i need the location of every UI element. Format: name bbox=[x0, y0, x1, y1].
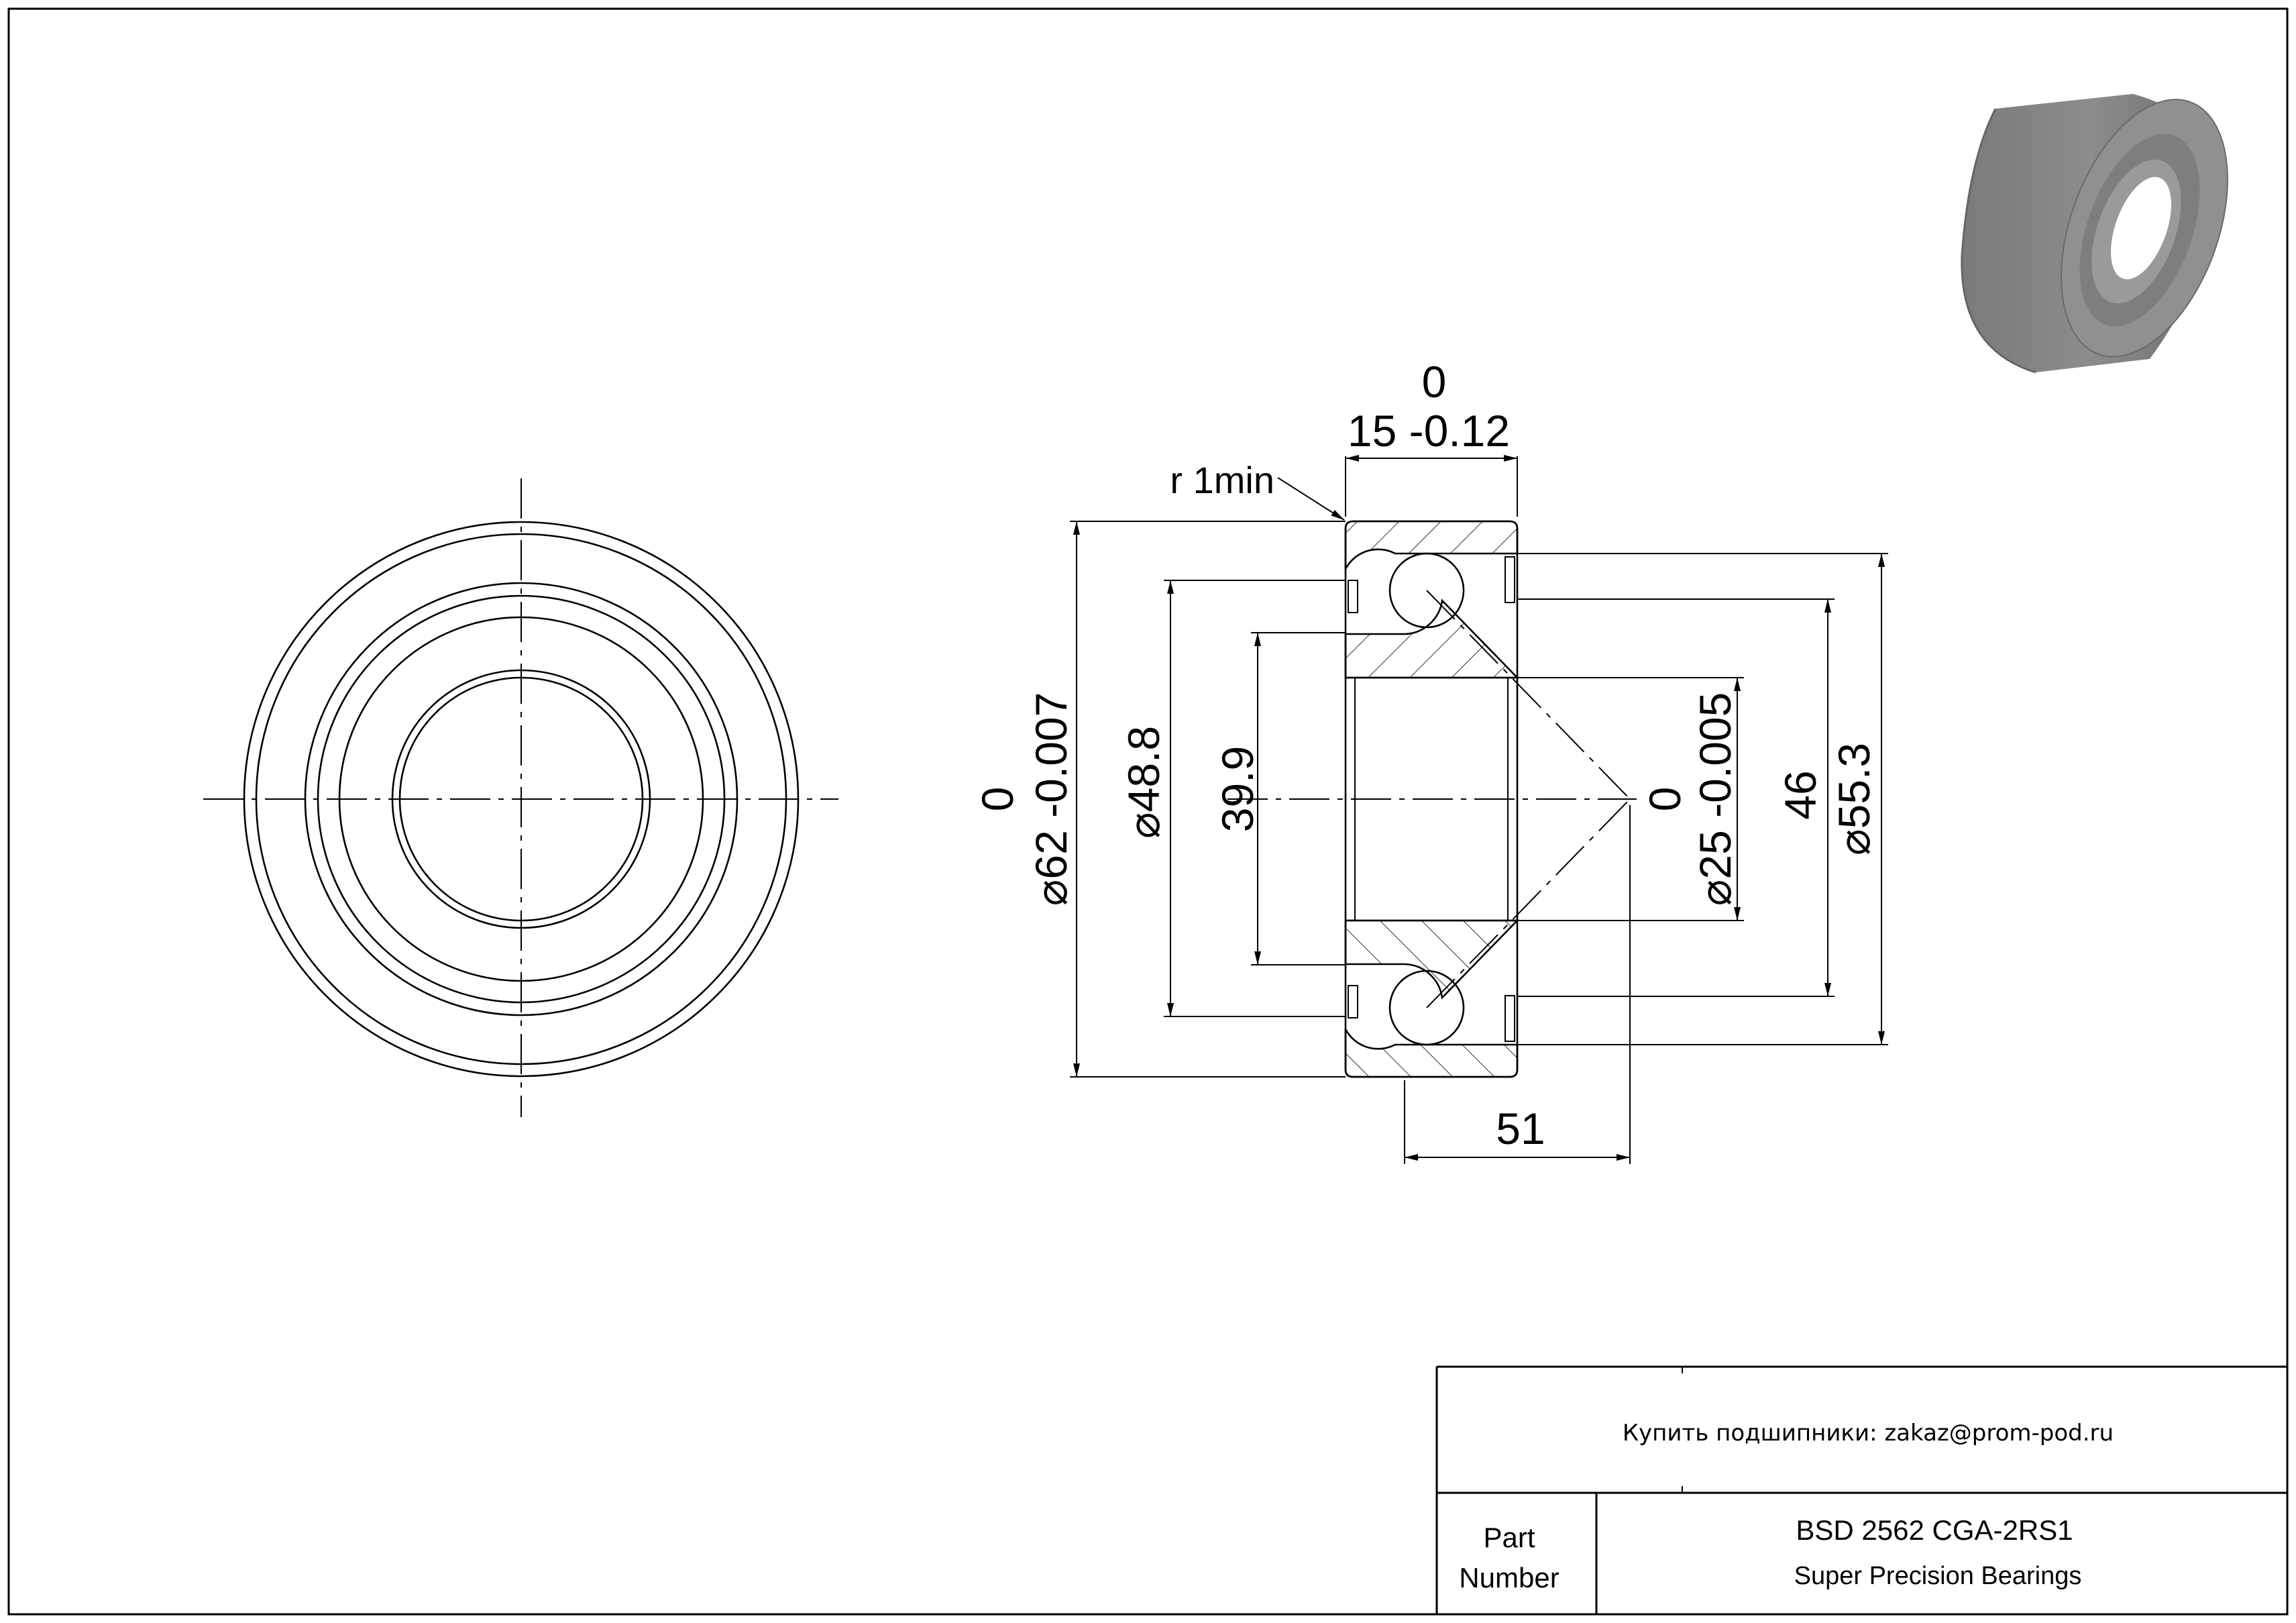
dimension-outer-diameter: 0 ⌀62 -0.007 bbox=[973, 521, 1346, 1078]
diameter-symbol: ⌀ bbox=[1829, 829, 1879, 855]
bore-diameter-label: 25 -0.005 bbox=[1690, 692, 1740, 880]
dimension-d48: ⌀48.8 bbox=[1119, 580, 1346, 1017]
dimension-d46: 46 bbox=[1517, 598, 1835, 997]
dimension-bore-diameter: 0 ⌀25 -0.005 bbox=[1517, 677, 1744, 921]
contact-line-bottom bbox=[1426, 798, 1631, 1008]
section-view bbox=[1227, 520, 1637, 1078]
fillet-label: r 1min bbox=[1170, 459, 1274, 501]
svg-text:⌀62 -0.007: ⌀62 -0.007 bbox=[1026, 692, 1076, 906]
diameter-symbol: ⌀ bbox=[1690, 880, 1740, 906]
top-left-seal bbox=[1348, 580, 1358, 613]
diameter-symbol: ⌀ bbox=[1026, 880, 1076, 906]
dimension-d39: 39.9 bbox=[1213, 632, 1346, 965]
dimension-pressure-point: 51 bbox=[1404, 805, 1631, 1164]
d48-label: 48.8 bbox=[1119, 726, 1168, 812]
dimension-fillet: r 1min bbox=[1170, 459, 1345, 521]
front-view bbox=[203, 478, 838, 1117]
bore-upper-tolerance: 0 bbox=[1640, 787, 1690, 812]
diameter-symbol: ⌀ bbox=[1119, 812, 1168, 839]
contact-line-top bbox=[1426, 590, 1631, 800]
part-description: Super Precision Bearings bbox=[1794, 1562, 2082, 1590]
width-dimension-label: 15 -0.12 bbox=[1348, 406, 1510, 456]
title-block: Купить подшипники: zakaz@prom-pod.ru Par… bbox=[1435, 1365, 2287, 1614]
d55-label: 55.3 bbox=[1829, 743, 1879, 829]
top-right-seal bbox=[1505, 556, 1515, 603]
bottom-inner-ring-section bbox=[1344, 919, 1520, 1000]
top-inner-ring-section bbox=[1344, 598, 1520, 679]
svg-text:⌀25 -0.005: ⌀25 -0.005 bbox=[1690, 692, 1740, 906]
bottom-outer-ring-section bbox=[1344, 1029, 1519, 1078]
top-outer-ring-section bbox=[1344, 520, 1519, 570]
svg-text:⌀48.8: ⌀48.8 bbox=[1119, 726, 1168, 839]
pressure-point-label: 51 bbox=[1496, 1104, 1545, 1153]
contact-text: Купить подшипники: zakaz@prom-pod.ru bbox=[1623, 1420, 2114, 1447]
bearing-3d-render-icon bbox=[1961, 94, 2228, 374]
top-ball bbox=[1388, 552, 1465, 629]
d39-label: 39.9 bbox=[1213, 746, 1262, 832]
svg-text:⌀55.3: ⌀55.3 bbox=[1829, 743, 1879, 855]
part-number-label-line2: Number bbox=[1459, 1562, 1559, 1593]
outer-diameter-upper-tolerance: 0 bbox=[973, 787, 1022, 812]
part-number-value: BSD 2562 CGA-2RS1 bbox=[1796, 1514, 2073, 1546]
width-upper-tolerance: 0 bbox=[1422, 357, 1447, 407]
dimension-width: 0 15 -0.12 bbox=[1345, 357, 1518, 517]
d46-label: 46 bbox=[1775, 770, 1825, 819]
dimension-d55: ⌀55.3 bbox=[1517, 553, 1888, 1045]
part-number-label-line1: Part bbox=[1483, 1522, 1535, 1553]
bottom-right-seal bbox=[1505, 995, 1515, 1042]
sheet-border bbox=[7, 7, 2289, 1616]
bottom-ball bbox=[1388, 970, 1465, 1046]
bottom-left-seal bbox=[1348, 985, 1358, 1018]
outer-diameter-label: 62 -0.007 bbox=[1026, 692, 1076, 880]
